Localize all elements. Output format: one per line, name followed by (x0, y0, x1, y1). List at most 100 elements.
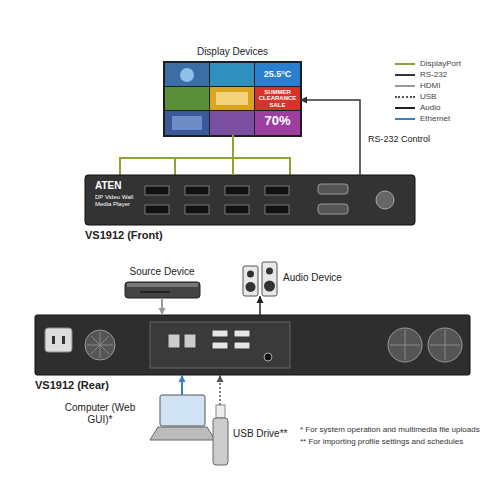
legend-swatch (395, 63, 415, 65)
audio-jack (264, 353, 272, 361)
tile-picture (216, 92, 248, 105)
speakers (243, 262, 277, 296)
rear-panel (35, 315, 470, 375)
wall-tile (165, 63, 209, 86)
tile-picture (172, 116, 202, 130)
footnote: * For system operation and multimedia fi… (300, 425, 495, 434)
rs232-line (300, 97, 360, 176)
device-heading: Computer (Web GUI)* (55, 402, 145, 425)
usb-plug (216, 405, 225, 418)
player-top (127, 283, 198, 287)
source-node: Source Device (125, 282, 200, 298)
ethernet-port (184, 334, 196, 348)
connector-path (232, 135, 234, 175)
front-panel (85, 175, 415, 225)
device-heading: Display Devices (165, 46, 300, 58)
displayport-line (233, 135, 234, 175)
usb-node: USB Drive** (213, 405, 228, 465)
usb-body (213, 418, 228, 465)
dp-port (225, 205, 249, 214)
device-heading: Audio Device (283, 272, 368, 284)
usb-port (234, 330, 250, 337)
wall-tile (210, 63, 254, 86)
power-button (376, 191, 394, 209)
inlet-pin (52, 336, 55, 344)
serial-port (318, 204, 348, 214)
dvd-player (125, 282, 200, 298)
legend-label: Audio (420, 102, 495, 113)
legend-swatch (395, 96, 415, 98)
power-inlet (45, 328, 72, 352)
laptop-base (150, 427, 215, 440)
audio-line (257, 296, 264, 315)
rear-housing (35, 315, 470, 375)
wall-tile (210, 111, 254, 135)
fan-grille (87, 332, 113, 358)
connector-path (300, 100, 360, 175)
legend-swatch (395, 118, 415, 120)
fan-grille (430, 330, 460, 360)
usb-drive (213, 405, 228, 465)
arrow-head (300, 97, 307, 104)
dp-port (265, 186, 289, 195)
legend-label: USB (420, 91, 495, 102)
screen-text: 70% (255, 114, 300, 129)
audio-node: Audio Device (243, 262, 277, 296)
io-plate (150, 322, 290, 368)
legend-label: RS-232 (420, 69, 495, 80)
model-caption: DP Video Wall Media Player (95, 194, 141, 207)
usb-port (212, 342, 228, 349)
screen-text: 25.5°C (255, 69, 300, 79)
footnote: ** For importing profile settings and sc… (300, 437, 495, 446)
legend-label: DisplayPort (420, 58, 495, 69)
serial-port (318, 184, 348, 194)
legend-swatch (395, 107, 415, 109)
rear-panel-node: VS1912 (Rear) (35, 315, 470, 375)
wall-tile (165, 111, 209, 135)
dp-port (185, 186, 209, 195)
legend-swatch (395, 74, 415, 76)
arrow-head (179, 375, 186, 382)
arrow-head (217, 375, 224, 382)
hdmi-line (159, 298, 166, 315)
dp-port (145, 186, 169, 195)
dp-port (185, 205, 209, 214)
legend-swatch (395, 85, 415, 87)
fan (428, 328, 462, 362)
wall-bezel (163, 61, 302, 137)
fan (388, 328, 422, 362)
computer-node: Computer (Web GUI)* (150, 395, 215, 440)
edge-label: RS-232 Control (366, 134, 432, 144)
fan-grille (390, 330, 420, 360)
usb-port (212, 330, 228, 337)
wall-tile (165, 87, 209, 110)
screen-text: SUMMER CLEARANCE SALE (256, 89, 299, 108)
disc-slot (140, 291, 170, 293)
laptop-screen (160, 395, 205, 426)
speaker-cone (264, 281, 275, 292)
speaker-cone (246, 282, 256, 292)
wall-tile (210, 87, 254, 110)
player-body (125, 282, 200, 298)
video-wall (163, 61, 302, 137)
ethernet-line (179, 375, 186, 395)
arrow-head (257, 296, 264, 303)
speaker-box (262, 262, 277, 296)
wall-tile (255, 111, 300, 135)
dp-port (145, 205, 169, 214)
arrow-head (159, 308, 166, 315)
displayport-branch (120, 158, 290, 175)
fan (85, 330, 115, 360)
speaker-cone (266, 268, 273, 275)
dp-port (265, 205, 289, 214)
panel-heading: VS1912 (Front) (85, 229, 235, 242)
front-panel-node: VS1912 (Front) (85, 175, 415, 225)
usb-port (234, 342, 250, 349)
tile-picture (180, 68, 194, 82)
panel-heading: VS1912 (Rear) (35, 379, 185, 392)
speaker-cone (247, 271, 254, 278)
wall-tile (255, 87, 300, 110)
inlet-pin (62, 336, 65, 344)
device-heading: USB Drive** (233, 428, 303, 440)
